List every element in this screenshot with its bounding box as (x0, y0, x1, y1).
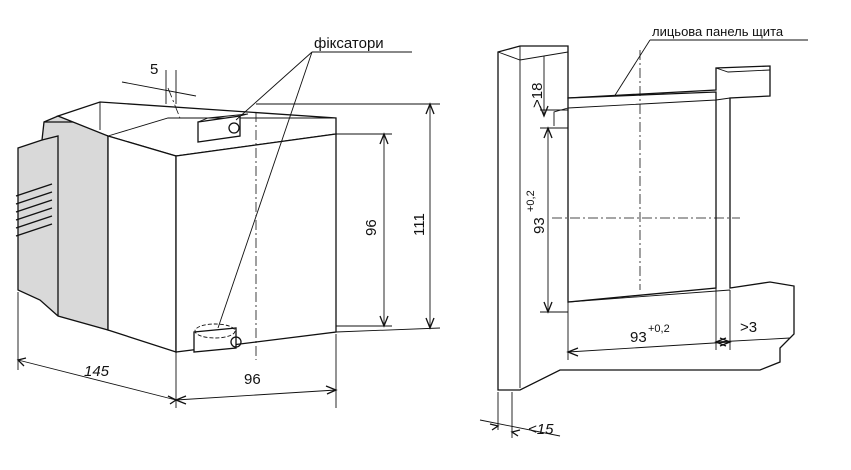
svg-text:>3: >3 (740, 319, 757, 336)
latch-bottom (193, 323, 242, 353)
panel-face-label: лицьова панель щита (652, 24, 784, 39)
svg-text:93: 93 (531, 217, 548, 234)
svg-text:96: 96 (244, 371, 261, 388)
latches-label: фіксатори (314, 35, 384, 52)
body-side-face (107, 135, 177, 353)
svg-text:145: 145 (84, 363, 110, 380)
dim-panel-min-side: >3 (714, 288, 791, 350)
svg-text:+0,2: +0,2 (525, 190, 537, 212)
panel-cutout-view: лицьова панель щита >18 93 +0,2 (479, 24, 808, 438)
svg-text:5: 5 (150, 61, 158, 78)
dim-depth: 145 (16, 292, 178, 408)
dim-cutout-width: 93 +0,2 (566, 290, 732, 360)
dim-front-height: 96 (336, 132, 392, 328)
svg-text:93: 93 (630, 329, 647, 346)
svg-text:+0,2: +0,2 (648, 323, 670, 335)
latch-top (197, 113, 249, 143)
dim-total-height: 111 (256, 102, 441, 333)
device-isometric-view: фіксатори 5 96 111 (15, 35, 441, 408)
svg-text:>18: >18 (529, 83, 546, 108)
dim-panel-min-top: >18 (529, 56, 568, 118)
cutout-window (567, 91, 717, 303)
dim-cutout-height: 93 +0,2 (525, 126, 568, 314)
vent-grille (15, 183, 53, 237)
svg-text:96: 96 (363, 219, 380, 236)
dim-offset: 5 (121, 61, 197, 104)
svg-text:111: 111 (411, 213, 428, 236)
dim-front-width: 96 (174, 334, 338, 408)
dim-panel-thickness: <15 (479, 392, 561, 438)
svg-text:<15: <15 (528, 421, 554, 438)
